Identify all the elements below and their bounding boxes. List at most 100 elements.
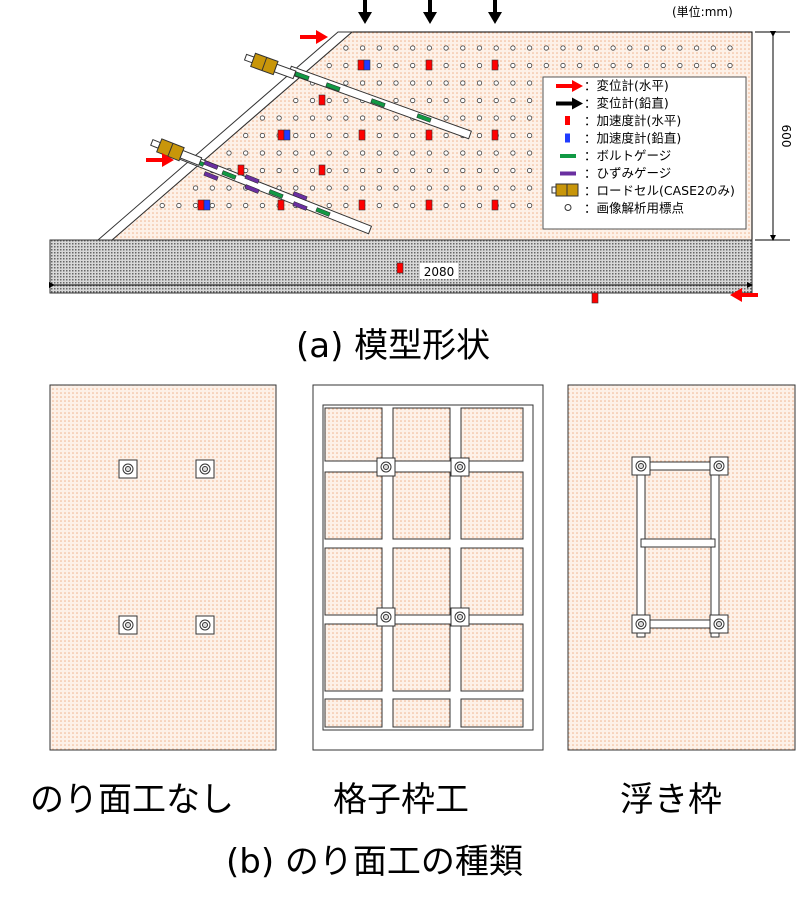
marker-point [309,115,316,121]
accelerometer-horizontal [491,59,499,71]
anchor-plate [376,457,396,477]
marker-point [510,62,516,69]
anchor-plate [631,456,651,476]
marker-point [410,80,416,86]
marker-point [710,62,716,69]
load-cell [243,52,297,80]
lattice-cell [460,623,524,692]
marker-point [410,62,416,69]
marker-point [460,45,466,51]
marker-point [426,97,432,104]
accelerometer-horizontal [318,94,326,106]
displacement-gauge-horizontal [300,30,328,44]
marker-point [476,80,483,86]
marker-point [309,132,316,139]
marker-point [326,185,332,191]
marker-point [460,150,466,156]
marker-point [309,185,316,191]
marker-point [526,115,533,121]
marker-point [543,62,549,69]
lattice-cell [324,407,383,462]
marker-point [326,167,332,174]
marker-point [393,62,399,69]
red-sensor-icon [565,116,570,125]
marker-point [243,132,249,139]
displacement-gauge-vertical [488,0,502,24]
accelerometer-horizontal [318,164,326,176]
lattice-cell [324,547,383,616]
marker-point [460,62,466,69]
marker-point [526,80,533,86]
marker-point [710,45,716,51]
accelerometer-vertical [203,199,211,211]
marker-point [326,132,332,139]
unit-label: (単位:mm) [672,4,733,19]
legend-label: ：ひずみゲージ [584,166,671,181]
marker-point [526,97,533,104]
bolt-gauge [221,170,237,180]
anchor-plate [376,607,396,627]
accelerometer-horizontal [197,199,205,211]
marker-point [493,115,499,121]
marker-point [343,150,349,156]
marker-point [510,185,516,191]
marker-point [460,202,466,209]
lattice-cell [392,547,451,616]
marker-point [393,132,399,139]
marker-point [627,62,633,69]
marker-point [443,185,449,191]
marker-point [460,115,466,121]
lattice-cell [324,471,383,540]
marker-point [476,62,483,69]
accelerometer-horizontal [425,129,433,141]
marker-point [293,150,299,156]
anchor-plate [195,459,215,479]
legend-item: ：変位計(鉛直) [556,96,669,111]
marker-point [476,45,483,51]
panel-no-facing [49,384,277,751]
marker-point [259,132,265,139]
lattice-cell [460,698,524,728]
marker-point [443,80,449,86]
marker-point [443,167,449,174]
accelerometer-vertical [283,129,291,141]
marker-point [510,132,516,139]
marker-point [393,150,399,156]
bolt-gauge [370,98,386,108]
marker-point [376,150,382,156]
legend-item: ：ロードセル(CASE2のみ) [551,183,735,198]
marker-point [476,185,483,191]
marker-point [293,167,299,174]
marker-point [243,150,249,156]
legend-item: ：変位計(水平) [556,78,669,93]
load-cell-icon [551,183,579,197]
panel-label-none: のり面工なし [30,780,234,820]
marker-point [693,45,700,51]
marker-point [359,167,366,174]
legend-label: ：加速度計(水平) [584,113,681,128]
marker-point [293,132,299,139]
marker-point [259,150,265,156]
anchor-plate [118,615,138,635]
marker-point [343,45,349,51]
blue-sensor-icon [565,133,570,143]
marker-point [727,45,733,51]
displacement-gauge-horizontal [146,153,174,167]
marker-point [359,45,366,51]
marker-point [343,132,349,139]
accelerometer-horizontal [491,129,499,141]
marker-point [510,80,516,86]
marker-point [526,202,533,209]
marker-point [376,185,382,191]
accelerometer-horizontal [277,199,285,211]
marker-point [493,80,499,86]
legend-label: ：画像解析用標点 [584,201,684,216]
marker-point [476,132,483,139]
marker-point [276,167,282,174]
legend-label: ：変位計(鉛直) [584,96,669,111]
marker-point [176,202,182,209]
height-dimension: 600 [779,125,793,148]
caption-a: (a) 模型形状 [296,326,491,366]
marker-point [226,150,232,156]
marker-point [393,185,399,191]
